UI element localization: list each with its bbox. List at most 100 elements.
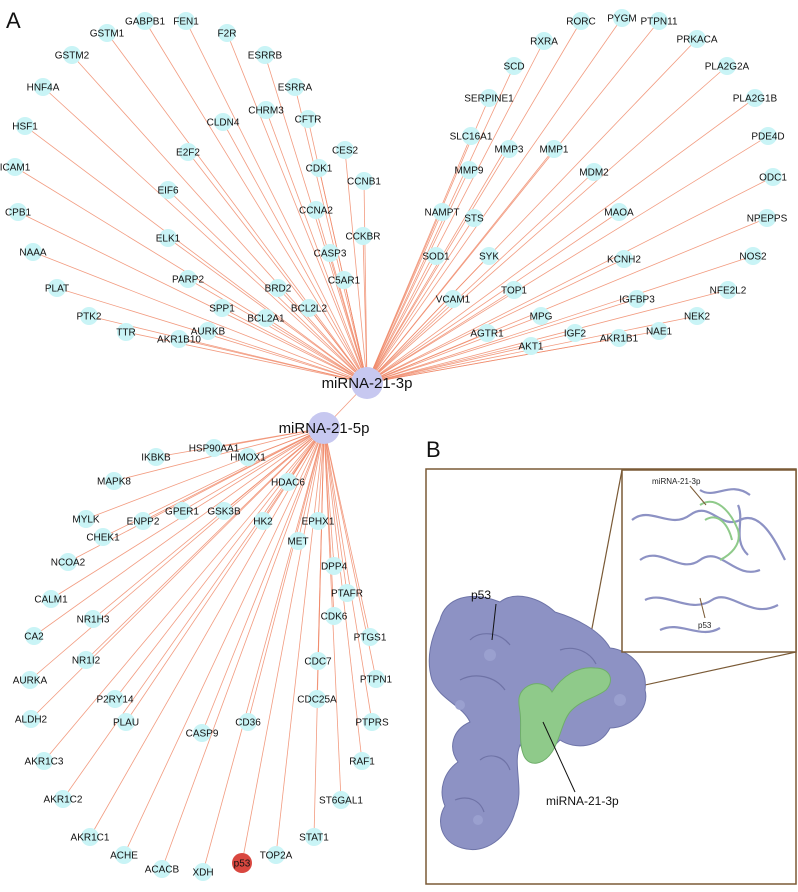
node-ache[interactable]: ACHE	[110, 846, 138, 864]
node-st6gal1[interactable]: ST6GAL1	[319, 791, 363, 809]
node-cftr[interactable]: CFTR	[295, 110, 322, 128]
node-pla2g2a[interactable]: PLA2G2A	[705, 57, 750, 75]
node-cdk1[interactable]: CDK1	[306, 159, 333, 177]
node-fen1[interactable]: FEN1	[173, 12, 199, 30]
node-ptafr[interactable]: PTAFR	[331, 584, 363, 602]
node-gstm2[interactable]: GSTM2	[55, 46, 90, 64]
node-e2f2[interactable]: E2F2	[176, 143, 200, 161]
node-mdm2[interactable]: MDM2	[579, 163, 609, 181]
node-kcnh2[interactable]: KCNH2	[607, 250, 641, 268]
node-sts[interactable]: STS	[464, 209, 484, 227]
node-pla2g1b[interactable]: PLA2G1B	[733, 89, 778, 107]
node-mmp1[interactable]: MMP1	[540, 140, 569, 158]
node-hmox1[interactable]: HMOX1	[230, 448, 266, 466]
node-mpg[interactable]: MPG	[530, 307, 553, 325]
node-akr1c1[interactable]: AKR1C1	[71, 828, 110, 846]
node-pygm[interactable]: PYGM	[607, 9, 637, 27]
node-cpb1[interactable]: CPB1	[5, 203, 32, 221]
node-acacb[interactable]: ACACB	[145, 860, 180, 878]
node-mapk8[interactable]: MAPK8	[97, 472, 131, 490]
node-raf1[interactable]: RAF1	[349, 752, 375, 770]
node-mmp9[interactable]: MMP9	[455, 161, 484, 179]
node-aurkb[interactable]: AURKB	[191, 322, 226, 340]
node-enpp2[interactable]: ENPP2	[127, 512, 160, 530]
node-bcl2l2[interactable]: BCL2L2	[291, 299, 328, 317]
node-aldh2[interactable]: ALDH2	[15, 710, 48, 728]
node-ca2[interactable]: CA2	[24, 627, 44, 645]
node-casp9[interactable]: CASP9	[186, 724, 219, 742]
node-odc1[interactable]: ODC1	[759, 168, 787, 186]
node-rxra[interactable]: RXRA	[530, 32, 558, 50]
node-icam1[interactable]: ICAM1	[0, 158, 31, 176]
node-gsk3b[interactable]: GSK3B	[207, 502, 241, 520]
node-scd[interactable]: SCD	[503, 57, 525, 75]
node-chrm3[interactable]: CHRM3	[248, 101, 284, 119]
node-stat1[interactable]: STAT1	[299, 828, 329, 846]
node-spp1[interactable]: SPP1	[209, 299, 235, 317]
node-maoa[interactable]: MAOA	[604, 203, 634, 221]
node-cdc25a[interactable]: CDC25A	[297, 690, 337, 708]
node-nos2[interactable]: NOS2	[739, 247, 767, 265]
node-akt1[interactable]: AKT1	[518, 337, 544, 355]
node-dpp4[interactable]: DPP4	[321, 557, 348, 575]
node-ephx1[interactable]: EPHX1	[302, 512, 335, 530]
node-ptpn11[interactable]: PTPN11	[640, 12, 678, 30]
node-cckbr[interactable]: CCKBR	[345, 227, 381, 245]
node-akr1b1[interactable]: AKR1B1	[600, 329, 639, 347]
node-plat[interactable]: PLAT	[45, 279, 69, 297]
node-nek2[interactable]: NEK2	[684, 307, 711, 325]
node-met[interactable]: MET	[287, 532, 309, 550]
node-hsf1[interactable]: HSF1	[12, 117, 38, 135]
node-hnf4a[interactable]: HNF4A	[27, 78, 60, 96]
node-calm1[interactable]: CALM1	[34, 590, 68, 608]
node-eif6[interactable]: EIF6	[157, 181, 179, 199]
node-brd2[interactable]: BRD2	[265, 279, 292, 297]
node-igf2[interactable]: IGF2	[564, 324, 587, 342]
node-ptprs[interactable]: PTPRS	[355, 713, 389, 731]
node-prkaca[interactable]: PRKACA	[676, 30, 718, 48]
node-cldn4[interactable]: CLDN4	[207, 113, 240, 131]
node-gstm1[interactable]: GSTM1	[90, 24, 125, 42]
node-aurka[interactable]: AURKA	[13, 671, 48, 689]
node-cdk6[interactable]: CDK6	[321, 607, 348, 625]
node-hdac6[interactable]: HDAC6	[271, 473, 305, 491]
node-top1[interactable]: TOP1	[501, 281, 527, 299]
node-slc16a1[interactable]: SLC16A1	[450, 127, 493, 145]
node-plau[interactable]: PLAU	[113, 713, 139, 731]
node-akr1c2[interactable]: AKR1C2	[44, 790, 83, 808]
node-mylk[interactable]: MYLK	[72, 510, 100, 528]
node-nr1h3[interactable]: NR1H3	[77, 610, 110, 628]
node-parp2[interactable]: PARP2	[172, 270, 204, 288]
node-bcl2a1[interactable]: BCL2A1	[247, 309, 285, 327]
node-sod1[interactable]: SOD1	[422, 247, 450, 265]
node-f2r[interactable]: F2R	[218, 24, 237, 42]
node-hsp90aa1[interactable]: HSP90AA1	[189, 439, 240, 457]
node-vcam1[interactable]: VCAM1	[436, 290, 471, 308]
node-ncoa2[interactable]: NCOA2	[51, 553, 86, 571]
node-npepps[interactable]: NPEPPS	[747, 209, 788, 227]
node-ccnb1[interactable]: CCNB1	[347, 172, 381, 190]
node-agtr1[interactable]: AGTR1	[470, 324, 504, 342]
node-esrrb[interactable]: ESRRB	[248, 46, 283, 64]
node-ptpn1[interactable]: PTPN1	[360, 670, 393, 688]
node-gper1[interactable]: GPER1	[165, 502, 199, 520]
node-akr1c3[interactable]: AKR1C3	[25, 752, 64, 770]
node-pde4d[interactable]: PDE4D	[751, 127, 785, 145]
node-syk[interactable]: SYK	[479, 247, 499, 265]
node-nfe2l2[interactable]: NFE2L2	[710, 281, 747, 299]
node-ttr[interactable]: TTR	[116, 323, 136, 341]
node-esrra[interactable]: ESRRA	[278, 78, 313, 96]
node-ccna2[interactable]: CCNA2	[299, 201, 333, 219]
node-nampt[interactable]: NAMPT	[425, 203, 460, 221]
node-xdh[interactable]: XDH	[192, 863, 214, 881]
node-cd36[interactable]: CD36	[235, 713, 261, 731]
node-nae1[interactable]: NAE1	[646, 322, 673, 340]
node-ptgs1[interactable]: PTGS1	[354, 628, 387, 646]
node-cdc7[interactable]: CDC7	[304, 652, 332, 670]
node-ptk2[interactable]: PTK2	[76, 307, 102, 325]
hub-mirna-21-5p[interactable]: miRNA-21-5p	[279, 412, 370, 444]
node-ikbkb[interactable]: IKBKB	[141, 448, 171, 466]
node-c5ar1[interactable]: C5AR1	[328, 271, 361, 289]
node-nr1i2[interactable]: NR1I2	[72, 651, 101, 669]
node-mmp3[interactable]: MMP3	[495, 140, 524, 158]
